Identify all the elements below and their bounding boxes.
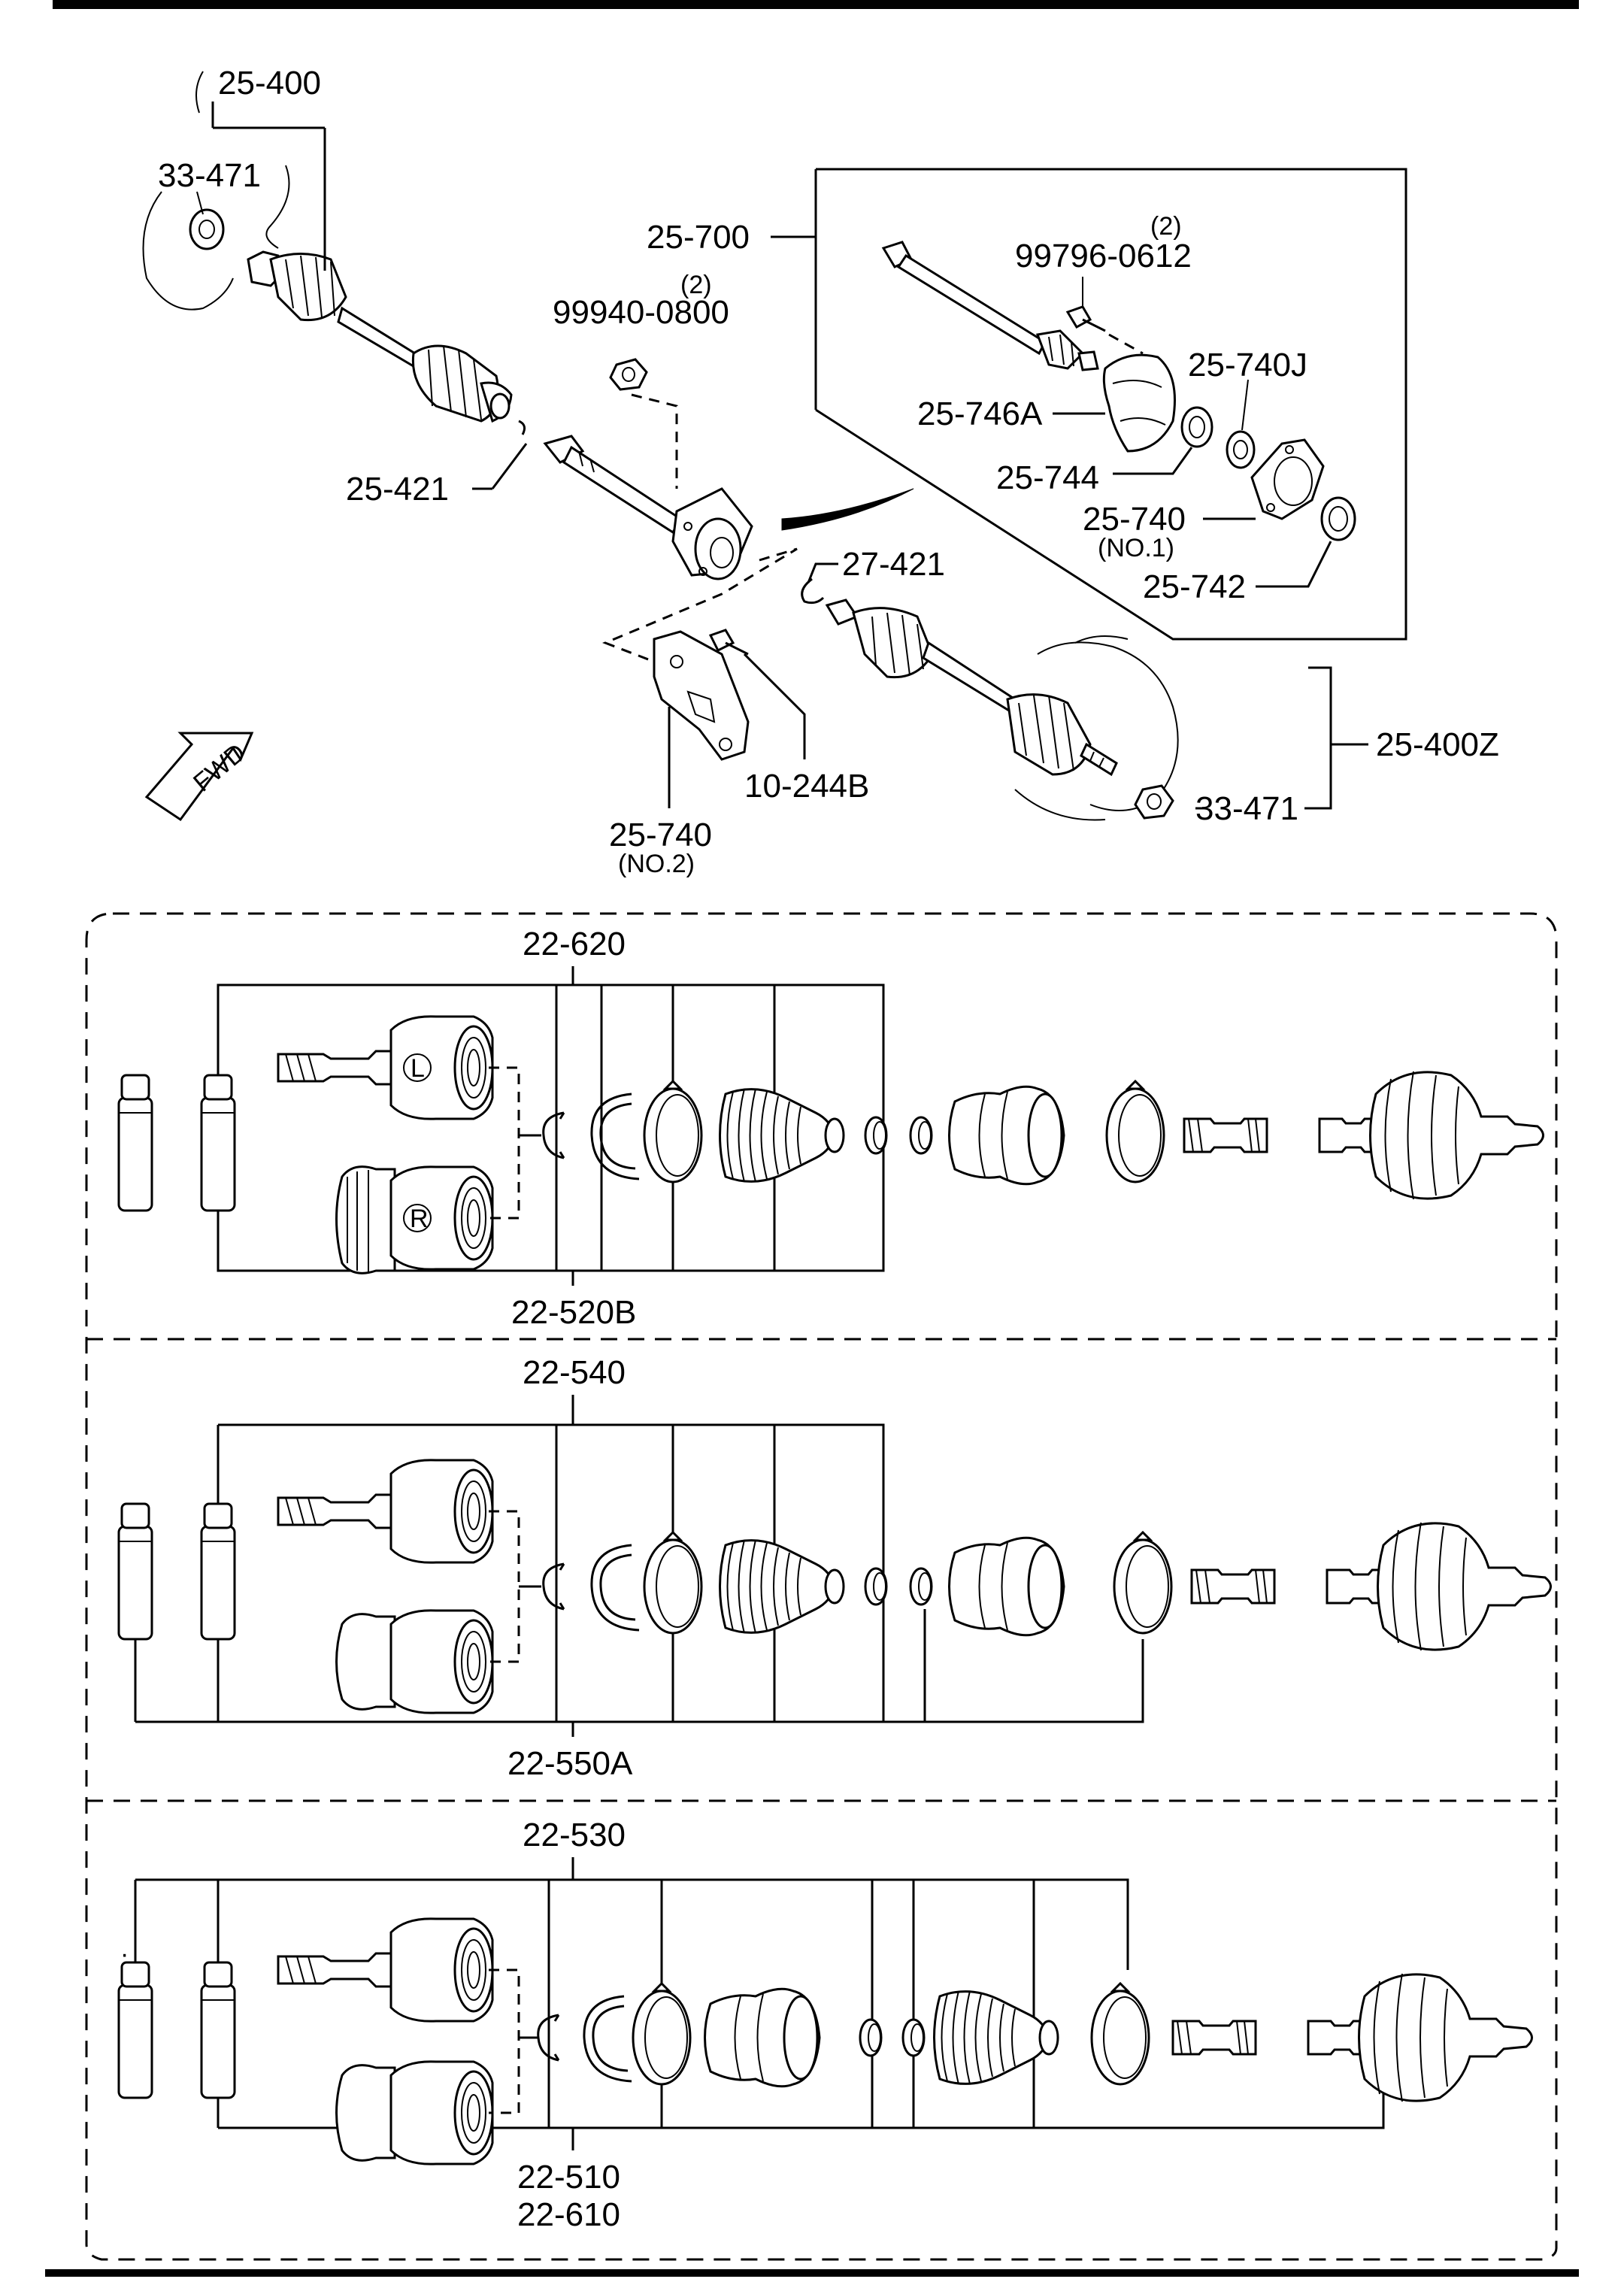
label-25-740-no2-sub: (NO.2) [618,850,695,878]
kit3-bottom-label-1: 22-510 [517,2159,620,2196]
label-99940-qty: (2) [680,271,712,299]
label-25-740-no1-sub: (NO.1) [1098,534,1174,562]
label-25-400: 25-400 [218,65,321,102]
nut-99940 [609,358,648,391]
label-25-744: 25-744 [996,459,1099,496]
kit1-top-label: 22-620 [523,926,626,962]
bottom-border-bar [45,2269,1579,2277]
label-25-400Z: 25-400Z [1376,726,1499,763]
inset-frame [815,168,1407,641]
kit-22-540: 22-540 22-550A [117,1354,1552,1782]
kit3-bottom-label-2: 22-610 [517,2196,620,2233]
kit3-top-label: 22-530 [523,1817,626,1853]
kit-22-530: 22-530 22-510 22-610 · [117,1817,1533,2233]
kit2-bottom-label: 22-550A [508,1745,633,1782]
label-99940-0800: 99940-0800 [553,294,729,331]
fwd-arrow: FWD [144,732,254,822]
inset-pointer-arrow [781,488,914,531]
label-99796-qty: (2) [1150,212,1182,241]
label-33-471-right: 33-471 [1195,790,1298,827]
label-25-742: 25-742 [1143,568,1246,605]
label-25-740-no1: 25-740 [1083,501,1186,538]
label-25-700: 25-700 [647,219,750,256]
left-axle-drawing [142,71,526,435]
fwd-label: FWD [188,738,251,798]
label-25-421: 25-421 [346,471,449,508]
inset-parts-drawing [881,241,1356,541]
label-25-740-no2: 25-740 [609,817,712,853]
kit1-left-joint-mark: L [403,1053,432,1083]
clip-27-421 [801,577,825,605]
right-axle-drawing [825,599,1179,821]
label-10-244B: 10-244B [744,768,869,805]
kit-22-620: 22-620 22-520B L R [117,926,1544,1331]
kit2-top-label: 22-540 [523,1354,626,1391]
kits-frame [85,912,1558,2261]
label-25-746A: 25-746A [917,395,1043,432]
kit3-dot: · [120,1940,129,1968]
svg-text:L: L [411,1054,425,1083]
top-border-bar [53,0,1579,9]
kit1-bottom-label: 22-520B [511,1294,636,1331]
label-33-471-left: 33-471 [158,157,261,194]
kit1-right-joint-mark: R [403,1204,432,1233]
label-25-740J: 25-740J [1188,347,1307,383]
label-99796-0612: 99796-0612 [1015,238,1192,274]
top-exploded-view: 25-400 33-471 25-421 (2) 99940-0800 [142,65,1499,878]
center-shaft-drawing [543,435,753,580]
svg-text:R: R [410,1205,429,1233]
bracket-no2-drawing [653,629,750,761]
label-27-421: 27-421 [842,546,945,583]
